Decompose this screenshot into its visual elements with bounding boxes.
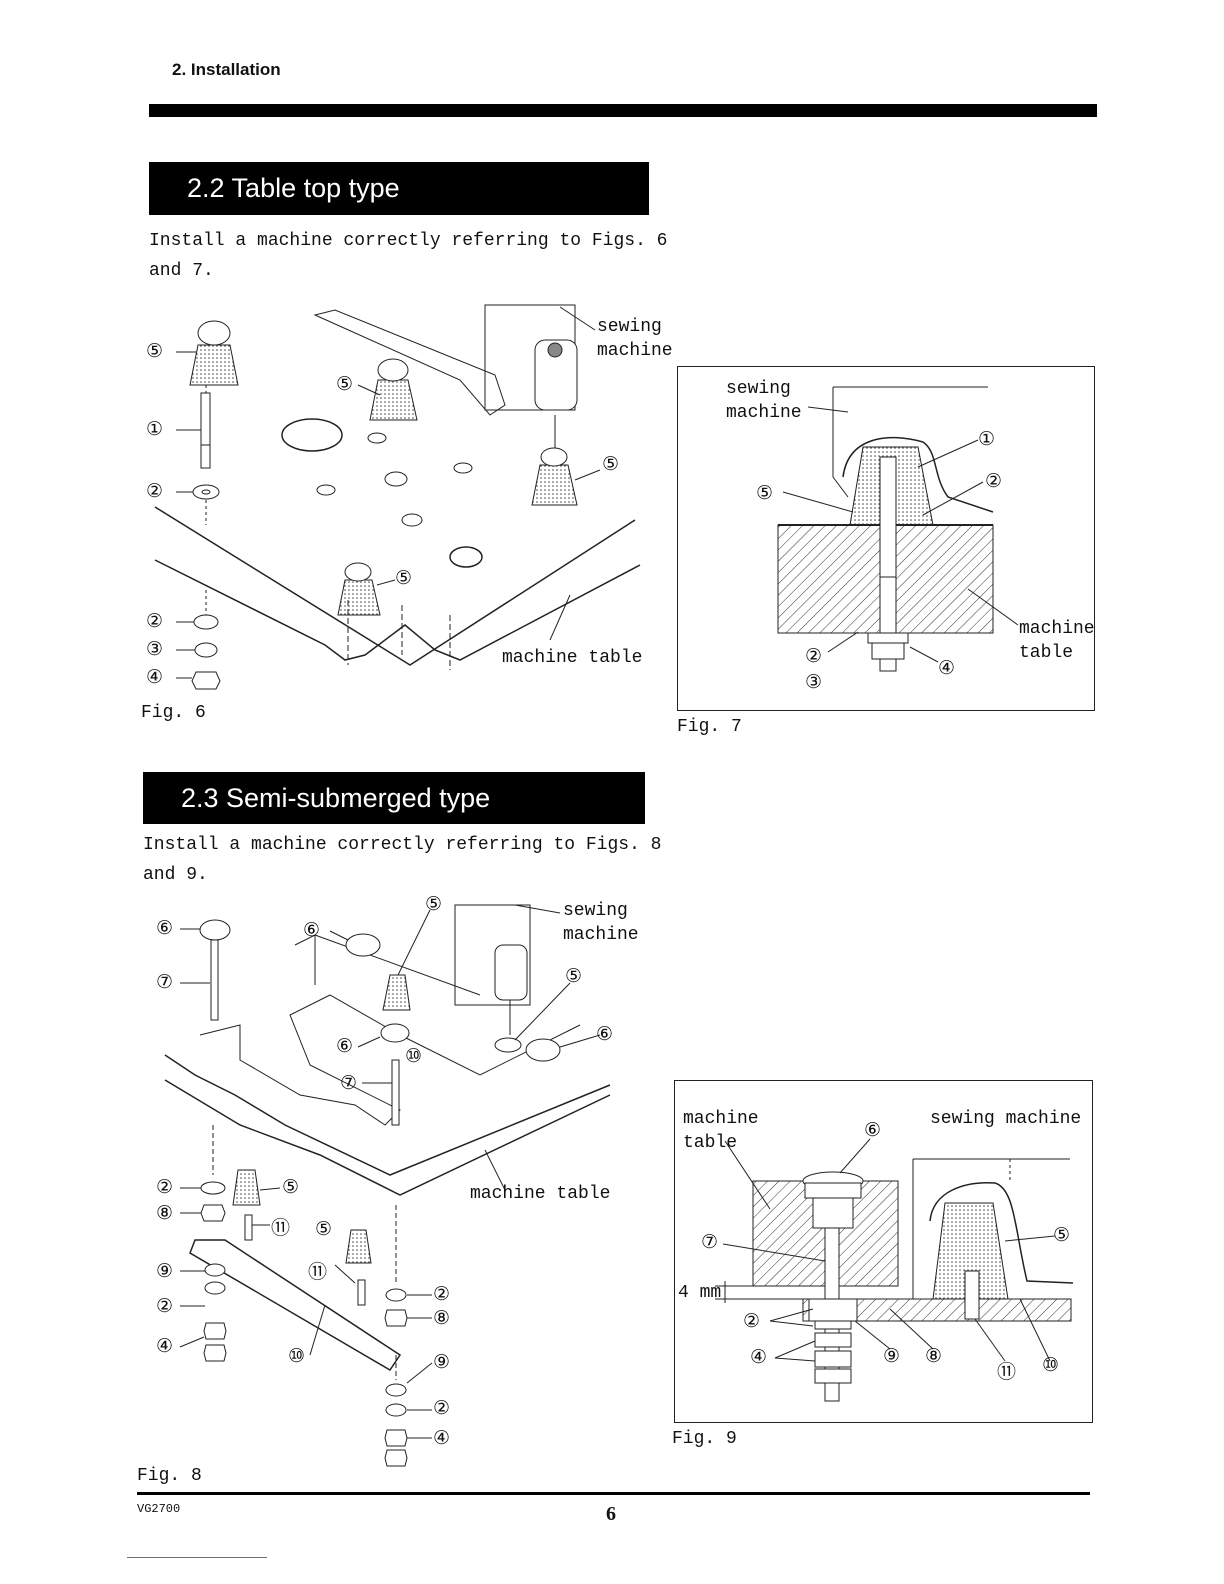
fig6-callout-5d: ⑤ xyxy=(395,567,413,589)
section-2-2-text: Install a machine correctly referring to… xyxy=(149,231,668,281)
fig9-callout-6: ⑥ xyxy=(864,1119,882,1141)
figure-6-drawing xyxy=(154,304,641,690)
fig6-callout-5b: ⑤ xyxy=(336,373,354,395)
fig8-callout-10b: ⑩ xyxy=(288,1345,306,1367)
section-header: 2. Installation xyxy=(172,60,281,79)
fig6-sewing-machine-label: sewing machine xyxy=(597,317,673,361)
section-2-3-text: Install a machine correctly referring to… xyxy=(143,835,662,885)
figure-9-drawing xyxy=(715,1138,1074,1402)
fig8-callout-2a: ② xyxy=(156,1176,174,1198)
fig9-callout-9: ⑨ xyxy=(883,1345,901,1367)
fig8-machine-table-label: machine table xyxy=(470,1184,611,1204)
fig6-callout-3: ③ xyxy=(146,638,164,660)
fig8-callout-2b: ② xyxy=(156,1295,174,1317)
fig8-callout-7b: ⑦ xyxy=(340,1072,358,1094)
fig8-callout-4b: ④ xyxy=(433,1427,451,1449)
fig6-callout-2b: ② xyxy=(146,610,164,632)
fig6-callout-2a: ② xyxy=(146,480,164,502)
fig8-callout-2c: ② xyxy=(433,1283,451,1305)
fig7-callout-2b: ② xyxy=(805,645,823,667)
fig7-callout-2: ② xyxy=(985,470,1003,492)
section-title-2-2: 2.2 Table top type xyxy=(149,162,649,215)
fig7-callout-4: ④ xyxy=(938,657,956,679)
bottom-link-underline xyxy=(127,1557,267,1558)
figure-8: ⑥ ⑦ ⑥ ⑤ sewing machine ⑤ ⑥ ⑥ ⑩ ⑦ machine… xyxy=(140,885,640,1475)
fig8-callout-11a: ⑪ xyxy=(271,1217,291,1239)
section-title-2-3: 2.3 Semi-submerged type xyxy=(143,772,645,824)
fig6-callout-1: ① xyxy=(146,418,164,440)
fig8-callout-5d: ⑤ xyxy=(315,1218,333,1240)
fig8-sewing-machine-label: sewing machine xyxy=(563,901,639,945)
fig8-caption: Fig. 8 xyxy=(137,1466,202,1486)
fig7-callout-3: ③ xyxy=(805,671,823,693)
fig8-callout-7a: ⑦ xyxy=(156,971,174,993)
fig6-callout-5c: ⑤ xyxy=(602,453,620,475)
figure-7: sewing machine ① ② ⑤ machine table ② ③ ④ xyxy=(677,366,1095,711)
header-rule xyxy=(149,104,1097,117)
fig7-callout-1: ① xyxy=(978,428,996,450)
fig9-callout-5: ⑤ xyxy=(1053,1224,1071,1246)
figure-7-drawing xyxy=(777,386,1019,672)
fig9-caption: Fig. 9 xyxy=(672,1429,737,1449)
fig9-callout-4: ④ xyxy=(750,1346,768,1368)
fig7-sewing-machine-label: sewing machine xyxy=(726,379,802,423)
fig9-callout-11: ⑪ xyxy=(997,1361,1017,1383)
fig8-callout-8a: ⑧ xyxy=(156,1202,174,1224)
fig6-caption: Fig. 6 xyxy=(141,703,206,723)
fig9-machine-table-label: machine table xyxy=(683,1109,759,1153)
fig8-callout-6c: ⑥ xyxy=(596,1023,614,1045)
fig8-callout-6d: ⑥ xyxy=(336,1035,354,1057)
fig9-callout-8: ⑧ xyxy=(925,1345,943,1367)
fig8-callout-6b: ⑥ xyxy=(303,919,321,941)
fig7-machine-table-label: machine table xyxy=(1019,619,1095,663)
figure-8-drawing xyxy=(164,904,611,1467)
figure-9: machine table sewing machine ⑥ ⑦ ⑤ 4 mm … xyxy=(674,1080,1093,1423)
figure-6: ⑤ ① ② ② ③ ④ ⑤ ⑤ ⑤ sewing machine machine… xyxy=(140,285,673,705)
fig8-callout-6a: ⑥ xyxy=(156,917,174,939)
footer-model: VG2700 xyxy=(137,1502,181,1516)
fig6-callout-5a: ⑤ xyxy=(146,340,164,362)
fig7-caption: Fig. 7 xyxy=(677,717,742,737)
fig8-callout-9b: ⑨ xyxy=(433,1351,451,1373)
fig9-callout-7: ⑦ xyxy=(701,1231,719,1253)
fig7-callout-5: ⑤ xyxy=(756,482,774,504)
fig9-sewing-machine-label: sewing machine xyxy=(930,1109,1082,1129)
fig8-callout-5b: ⑤ xyxy=(565,965,583,987)
fig8-callout-4a: ④ xyxy=(156,1335,174,1357)
fig8-callout-5c: ⑤ xyxy=(282,1176,300,1198)
footer-rule xyxy=(137,1492,1090,1495)
fig8-callout-5a: ⑤ xyxy=(425,893,443,915)
fig9-callout-10: ⑩ xyxy=(1042,1354,1060,1376)
fig8-callout-8b: ⑧ xyxy=(433,1307,451,1329)
fig9-callout-2: ② xyxy=(743,1310,761,1332)
fig8-callout-9a: ⑨ xyxy=(156,1260,174,1282)
fig8-callout-11b: ⑪ xyxy=(308,1261,328,1283)
fig6-machine-table-label: machine table xyxy=(502,648,643,668)
page-number: 6 xyxy=(606,1503,616,1525)
fig6-callout-4: ④ xyxy=(146,666,164,688)
fig8-callout-2d: ② xyxy=(433,1397,451,1419)
fig9-dimension-4mm: 4 mm xyxy=(678,1283,722,1303)
fig8-callout-10a: ⑩ xyxy=(405,1045,423,1067)
